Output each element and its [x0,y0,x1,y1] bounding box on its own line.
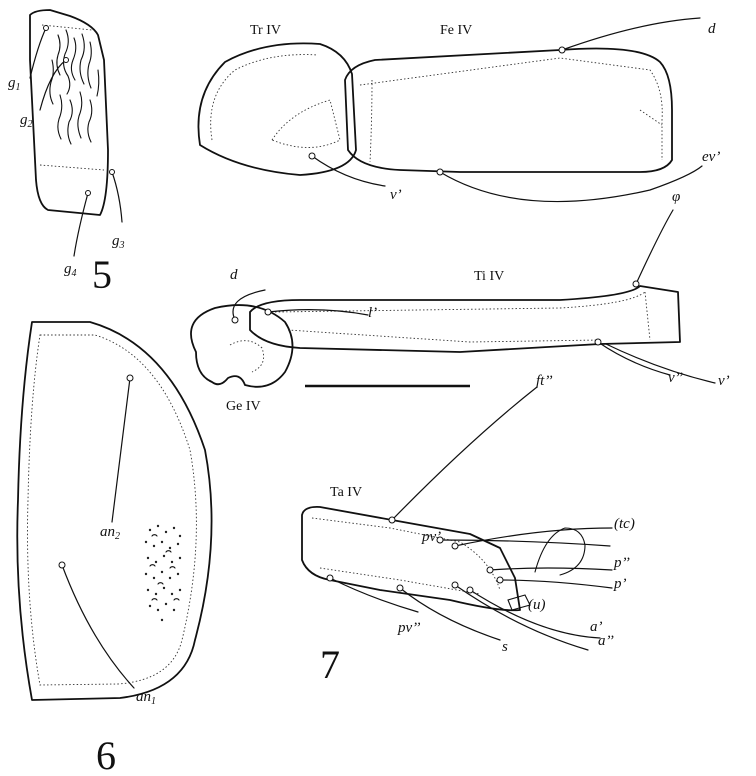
seta-label-genu-d: d [230,267,238,283]
seta-label-p2: p’’ [614,555,630,571]
figure-number-7: 7 [320,642,340,687]
seta-label-tibia-l: l’ [368,305,378,321]
seta-label-femur-ev: ev’ [702,149,721,165]
seta-label-femur-d: d [708,21,716,37]
segment-label-trochanter: Tr IV [250,23,281,38]
seta-label-tibia-v1: v’ [718,373,730,389]
genital-plate-drawing [29,9,123,257]
seta-label-u: (u) [528,597,546,613]
seta-label-tc: (tc) [614,516,635,532]
seta-label-tibia-v2: v’’ [668,370,683,386]
genu-tibia-drawing [190,209,716,388]
trochanter-femur-drawing [197,17,703,203]
seta-label-p1: p’ [614,576,627,592]
seta-label-s: s [502,639,508,655]
segment-label-genu: Ge IV [226,399,261,414]
seta-label-an1: an1 [136,689,156,707]
segment-label-tarsus: Ta IV [330,485,363,500]
seta-label-g2: g2 [20,112,33,130]
figure-number-6: 6 [96,733,116,776]
seta-label-an2: an2 [100,524,120,542]
seta-label-g4: g4 [64,261,77,279]
seta-label-pv1: pv’ [422,529,442,545]
seta-label-tibia-phi: φ [672,189,681,205]
seta-label-pv2: pv’’ [398,620,421,636]
seta-label-g3: g3 [112,233,125,251]
tarsus-drawing [301,386,613,651]
anal-plate-drawing [16,321,213,701]
segment-label-tibia: Ti IV [474,269,505,284]
seta-label-a1: a’ [590,619,603,635]
segment-label-femur: Fe IV [440,23,473,38]
seta-label-g1: g1 [8,75,21,93]
figure-number-5: 5 [92,252,112,297]
seta-label-trochanter-v: v’ [390,187,402,203]
seta-label-a2: a’’ [598,633,614,649]
seta-label-ft: ft’’ [536,373,553,389]
